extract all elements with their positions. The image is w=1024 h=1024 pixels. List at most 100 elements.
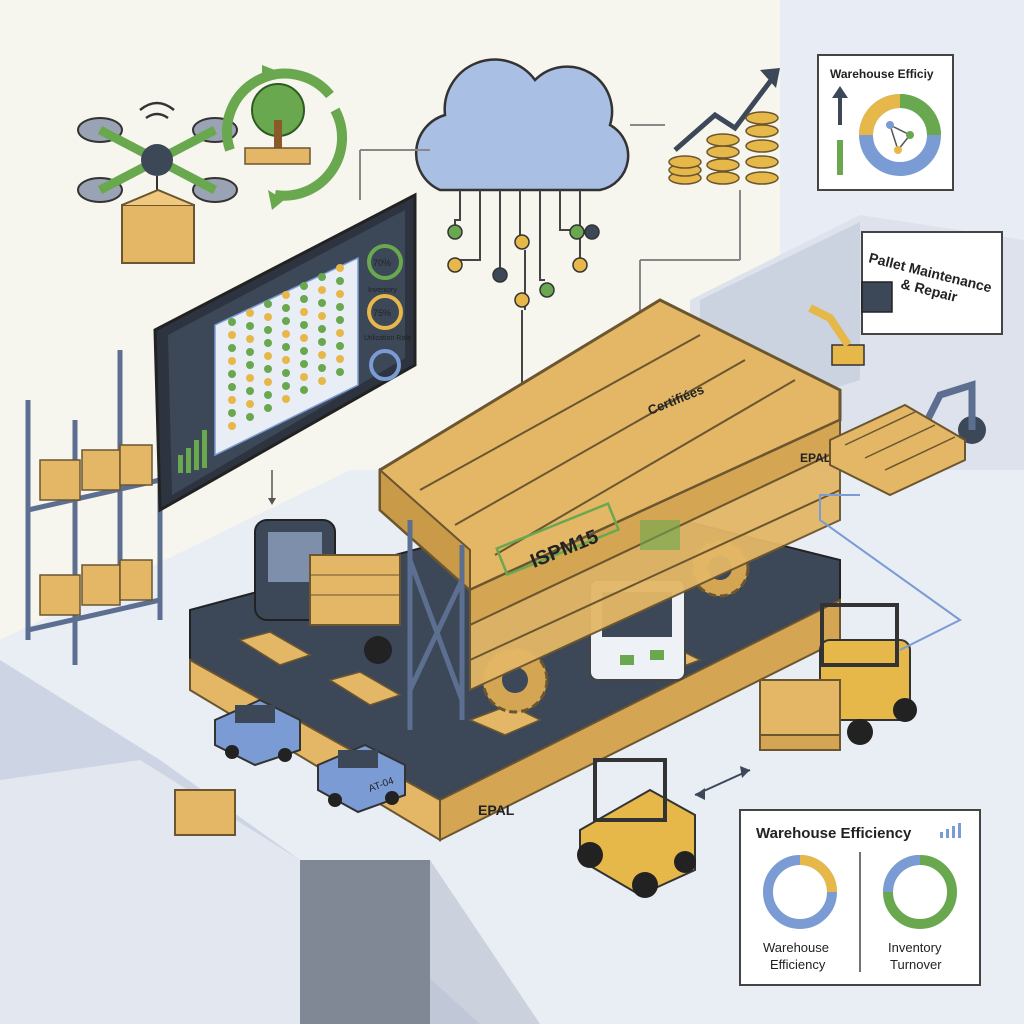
seat-dot [318,286,326,294]
seat-grid [228,264,344,430]
chart-1-label-line2: Efficiency [770,957,826,972]
seat-dot [336,290,344,298]
forklift-icon [254,519,401,664]
seat-dot [228,396,236,404]
seat-dot [246,322,254,330]
seat-dot [246,387,254,395]
seat-dot [264,404,272,412]
forklift-icon [759,603,917,751]
lower-epal-stamp: EPAL [478,802,515,818]
drone-icon [77,101,238,264]
seat-dot [228,331,236,339]
seat-dot [246,348,254,356]
seat-dot [264,339,272,347]
seat-dot [336,303,344,311]
seat-dot [336,277,344,285]
cloud-icon [359,58,665,429]
robot-arm-icon [808,304,865,366]
donut-chart-icon [859,94,941,176]
seat-dot [264,378,272,386]
seat-dot [228,344,236,352]
seat-dot [300,386,308,394]
top-efficiency-card: Warehouse Efficiy [817,54,954,191]
seat-dot [246,309,254,317]
pallet-epal-stamp: EPAL [800,451,831,465]
warehouse-efficiency-card: Warehouse Efficiency Warehouse Efficienc… [739,809,981,986]
seat-dot [228,357,236,365]
seat-dot [336,342,344,350]
forklift-icon [577,758,751,898]
seat-dot [318,338,326,346]
seat-dot [264,365,272,373]
seat-dot [264,300,272,308]
dashboard-monitor: 70% Inventory 75% Utilization Rate [153,192,417,513]
monitor-bar-chart [178,430,207,473]
monitor-gauge-3 [369,349,401,381]
repair-bay: Pallet Maintenance & Repair [808,231,1003,651]
seat-dot [318,273,326,281]
seat-dot [300,360,308,368]
seat-dot [318,364,326,372]
seat-dot [228,318,236,326]
seat-dot [282,356,290,364]
smart-pallet: Certifiées ISPM15 EPAL [378,298,842,730]
seat-dot [318,351,326,359]
seat-dot [318,312,326,320]
seat-dot [336,316,344,324]
coins-growth-icon [639,68,780,520]
chart-1-label-line1: Warehouse [763,940,829,955]
seat-dot [300,334,308,342]
seat-dot [336,368,344,376]
dock-crate [174,789,236,836]
gauge-1-value: 70% [373,258,391,268]
seat-dot [282,343,290,351]
signal-bars-icon [940,823,961,838]
seat-dot [282,291,290,299]
seat-dot [264,313,272,321]
seat-dot [318,299,326,307]
top-card-title: Warehouse Efficiy [830,67,934,81]
gauge-2-value: 75% [373,308,391,318]
seat-dot [246,374,254,382]
seat-dot [300,321,308,329]
seat-dot [246,361,254,369]
seat-dot [264,352,272,360]
seat-dot [318,325,326,333]
seat-dot [318,377,326,385]
seat-dot [282,304,290,312]
bottom-card-title: Warehouse Efficiency [756,825,912,842]
monitor-gauge-1: 70% Inventory [367,244,403,294]
chart-2-label-line1: Inventory [888,940,942,955]
seat-dot [282,369,290,377]
seat-dot [300,295,308,303]
seat-dot [300,347,308,355]
donut-chart-icon [883,855,957,929]
gauge-2-label: Utilization Rate [364,335,411,342]
seat-dot [228,370,236,378]
seat-dot [246,413,254,421]
seat-dot [264,391,272,399]
agv-car-icon: AT-04 [317,743,406,814]
seat-dot [228,422,236,430]
seat-dot [300,373,308,381]
agv-car-icon [214,698,301,767]
seat-dot [246,335,254,343]
seat-dot [282,330,290,338]
seat-dot [228,409,236,417]
seat-dot [282,382,290,390]
seat-dot [246,400,254,408]
gauge-1-label: Inventory [368,287,397,294]
seat-dot [300,282,308,290]
seat-dot [282,395,290,403]
robot-arm-icon [921,380,986,444]
donut-chart-icon [763,855,837,929]
seat-dot [228,383,236,391]
seat-dot [336,355,344,363]
seat-dot [336,264,344,272]
seat-dot [336,329,344,337]
seat-dot [282,317,290,325]
recycle-tree-icon [222,65,348,210]
monitor-gauge-2: 75% Utilization Rate [364,294,411,342]
